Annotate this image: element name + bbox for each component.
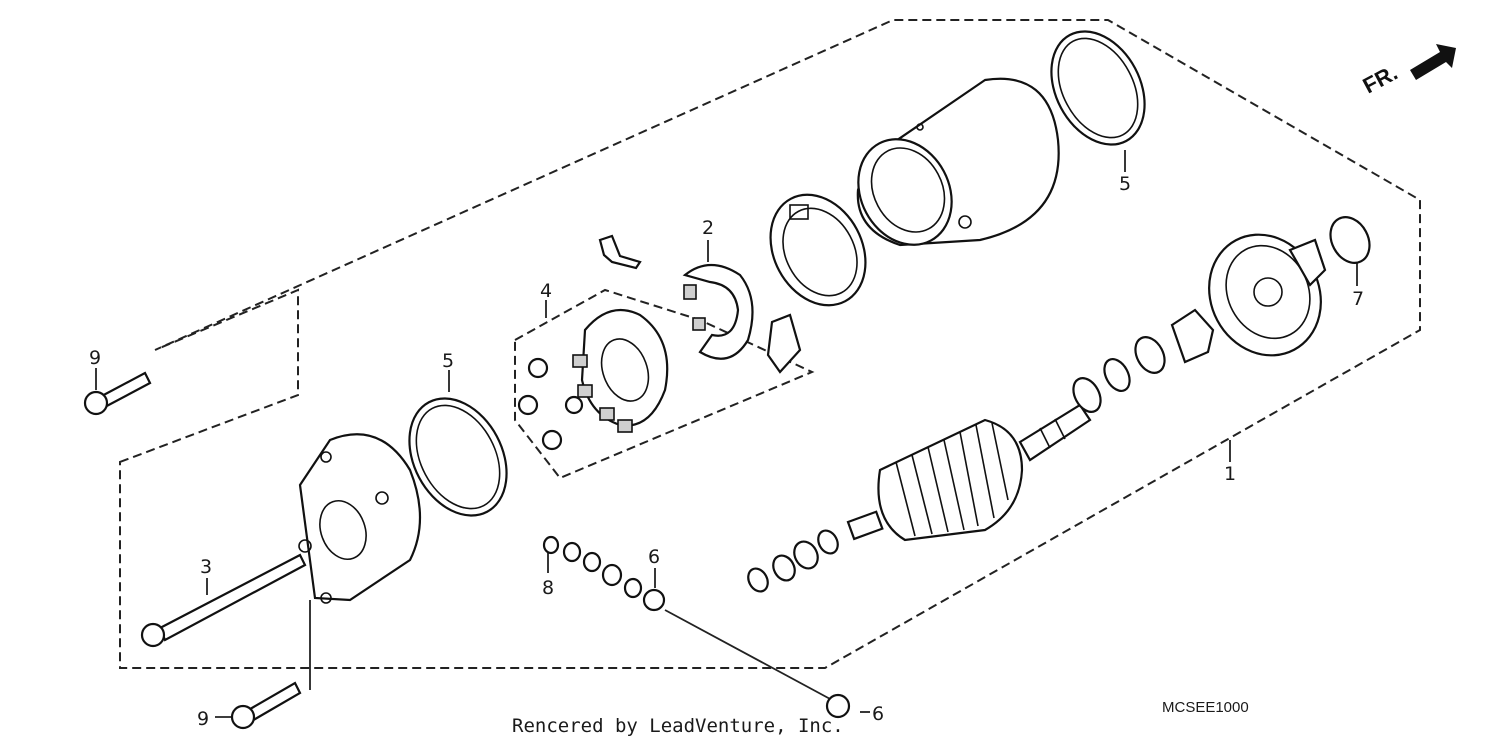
rear-cover (1208, 233, 1327, 357)
callout-6b: 6 (872, 703, 884, 725)
thrust-washers-left (747, 529, 839, 593)
callout-5a: 5 (442, 350, 454, 372)
callout-3: 3 (200, 556, 212, 578)
callout-9a: 9 (89, 347, 101, 369)
mounting-bolt-lower (230, 681, 302, 730)
brush-plate (517, 308, 669, 451)
long-bolt (140, 539, 312, 648)
brush-holder (598, 234, 802, 374)
front-cover (298, 433, 422, 604)
leader-lines (95, 150, 1358, 718)
callout-1: 1 (1224, 463, 1236, 485)
render-credit: Rencered by LeadVenture, Inc. (512, 715, 844, 737)
callout-2: 2 (702, 217, 714, 239)
yoke-housing (856, 77, 1060, 247)
direction-label: FR. (1359, 60, 1402, 99)
callout-8: 8 (542, 577, 554, 599)
mounting-bolt-upper (83, 371, 152, 416)
diagram-code: MCSEE1000 (1162, 699, 1249, 716)
thrust-washers-right (1072, 308, 1215, 413)
terminal-hardware (542, 535, 851, 719)
front-direction-arrow: FR. (1359, 44, 1456, 98)
starter-assembly-outline (119, 19, 1421, 669)
callout-5b: 5 (1119, 173, 1131, 195)
brush-housing-ring (769, 193, 867, 307)
callout-9b: 9 (197, 708, 209, 730)
callout-4: 4 (540, 280, 552, 302)
callout-6a: 6 (648, 546, 660, 568)
o-ring-small (1329, 216, 1371, 264)
callout-7: 7 (1352, 288, 1364, 310)
armature (846, 403, 1092, 542)
brush-group-outline (514, 288, 815, 480)
